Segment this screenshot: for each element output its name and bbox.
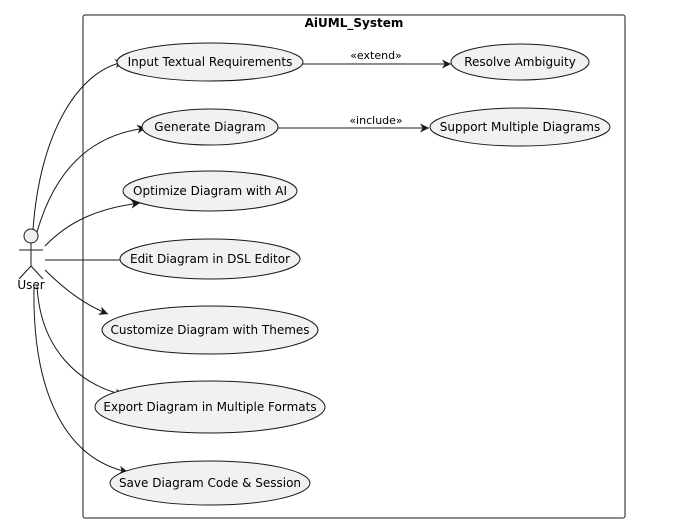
- system-boundary: [82, 14, 626, 519]
- use-case-generate[interactable]: Generate Diagram: [141, 108, 279, 146]
- use-case-multiple[interactable]: Support Multiple Diagrams: [429, 107, 611, 147]
- use-case-label: Input Textual Requirements: [128, 55, 293, 69]
- actor-head: [23, 228, 39, 244]
- association-generate: [36, 124, 147, 233]
- use-case-ellipse: [101, 305, 319, 355]
- association-export: [36, 284, 125, 398]
- use-case-input[interactable]: Input Textual Requirements: [116, 42, 304, 82]
- use-case-label: Resolve Ambiguity: [464, 55, 576, 69]
- use-case-label: Save Diagram Code & Session: [119, 476, 301, 490]
- use-case-label: Optimize Diagram with AI: [133, 184, 287, 198]
- use-case-label: Generate Diagram: [154, 120, 265, 134]
- use-case-save[interactable]: Save Diagram Code & Session: [109, 460, 311, 506]
- use-case-export[interactable]: Export Diagram in Multiple Formats: [94, 380, 326, 434]
- use-case-ellipse: [450, 43, 590, 81]
- association-input: [32, 59, 125, 231]
- use-case-ellipse: [119, 238, 301, 280]
- use-case-optimize[interactable]: Optimize Diagram with AI: [122, 170, 298, 212]
- actor-right-leg: [30, 265, 44, 280]
- use-case-edit[interactable]: Edit Diagram in DSL Editor: [119, 238, 301, 280]
- actor-label: User: [17, 278, 44, 292]
- association-customize: [44, 269, 109, 315]
- extend-label: «extend»: [350, 49, 402, 62]
- include-label: «include»: [349, 114, 402, 127]
- use-case-ellipse: [141, 108, 279, 146]
- use-case-resolve[interactable]: Resolve Ambiguity: [450, 43, 590, 81]
- association-save: [33, 286, 129, 475]
- association-optimize: [44, 199, 141, 247]
- use-case-ellipse: [109, 460, 311, 506]
- actor-left-leg: [18, 265, 32, 280]
- use-case-customize[interactable]: Customize Diagram with Themes: [101, 305, 319, 355]
- use-case-ellipse: [116, 42, 304, 82]
- use-case-ellipse: [122, 170, 298, 212]
- actor-user[interactable]: User: [17, 228, 45, 292]
- system-title: AiUML_System: [305, 16, 404, 31]
- use-case-label: Edit Diagram in DSL Editor: [130, 252, 290, 266]
- use-case-label: Customize Diagram with Themes: [110, 323, 309, 337]
- use-case-label: Support Multiple Diagrams: [440, 120, 601, 134]
- use-case-ellipse: [94, 380, 326, 434]
- use-case-ellipse: [429, 107, 611, 147]
- use-case-label: Export Diagram in Multiple Formats: [103, 400, 316, 414]
